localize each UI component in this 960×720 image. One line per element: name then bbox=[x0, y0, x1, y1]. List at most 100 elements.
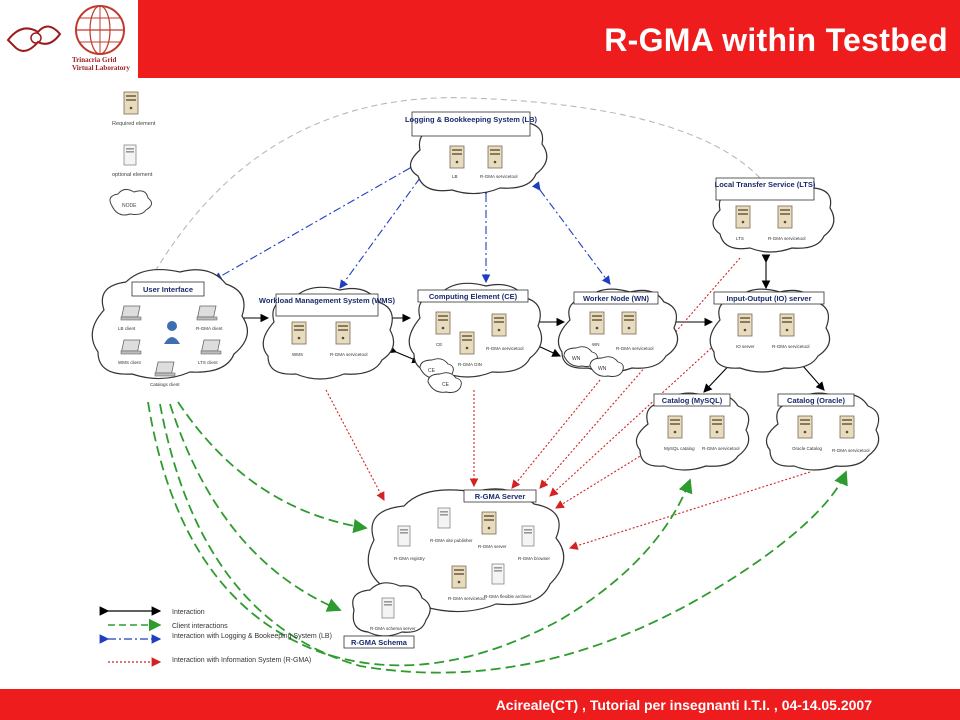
node-oracle: Catalog (Oracle) Oracle Catalog R-GMA se… bbox=[765, 392, 880, 471]
rgma-schema-label-0: R-GMA schema server bbox=[370, 626, 416, 631]
optional-element-icon bbox=[123, 144, 137, 166]
node-lts: Local Transfer Service (LTS) LTS R-GMA s… bbox=[712, 177, 835, 253]
sub-wn-node bbox=[563, 346, 598, 367]
header-bar: Trinacria Grid Virtual Laboratory R-GMA … bbox=[0, 0, 960, 78]
lb-wn-link bbox=[531, 181, 611, 285]
mysql-label-0: MySQL catalog bbox=[664, 446, 695, 451]
logo: Trinacria Grid Virtual Laboratory bbox=[0, 0, 138, 78]
logo-line1: Trinacria Grid bbox=[72, 56, 117, 64]
footer-bar: Acireale(CT) , Tutorial per insegnanti I… bbox=[0, 689, 960, 720]
rgma-client-icon bbox=[196, 305, 218, 321]
ui-label-3: LTS client bbox=[198, 360, 218, 365]
wn-sub-0: WN bbox=[572, 356, 581, 362]
oracle-title: Catalog (Oracle) bbox=[787, 396, 845, 405]
rgma-server-title: R-GMA Server bbox=[475, 492, 526, 501]
legend-label-3: Interaction with Information System (R-G… bbox=[172, 657, 311, 664]
required-element-icon bbox=[123, 91, 139, 115]
ui-rgma-client-link bbox=[177, 401, 368, 534]
rgma-server-label-2: R-GMA server bbox=[478, 544, 507, 549]
node-mysql: Catalog (MySQL) MySQL catalog R-GMA serv… bbox=[635, 392, 750, 471]
rgma-flexible-archiver-icon bbox=[491, 563, 505, 585]
oracle-label-0: Oracle Catalog bbox=[792, 446, 823, 451]
lb-ui-link bbox=[213, 160, 419, 281]
ce-servicetool-icon bbox=[491, 313, 507, 337]
wn-sub-1: WN bbox=[598, 366, 607, 372]
io-label-0: IO server bbox=[736, 344, 755, 349]
node-wms: Workload Management System (WMS) WMS R-G… bbox=[259, 286, 396, 380]
wn-servicetool-icon bbox=[621, 311, 637, 335]
legend-label-1: Client interactions bbox=[172, 623, 228, 630]
wn-label-0: WN bbox=[592, 342, 600, 347]
sub-wn-node bbox=[589, 356, 624, 377]
rgma-server-label-0: R-GMA registry bbox=[394, 556, 426, 561]
node-rgma-server: R-GMA Server R-GMA registry R-GMA site p… bbox=[367, 488, 565, 613]
diagram-key: Required element optional element NODE bbox=[109, 91, 156, 216]
node-rgma-schema: R-GMA schema server R-GMA Schema bbox=[343, 582, 431, 649]
rgma-server-label-4: R-GMA servicetool bbox=[448, 596, 486, 601]
io-servicetool-icon bbox=[779, 313, 795, 337]
lts-server-icon bbox=[735, 205, 751, 229]
mysql-rgma-link bbox=[555, 449, 651, 509]
wms-servicetool-icon bbox=[335, 321, 351, 345]
ui-label-2: WMS client bbox=[118, 360, 142, 365]
rgma-schema-server-icon bbox=[381, 597, 395, 619]
oracle-rgma-link bbox=[568, 471, 811, 550]
ui-label-1: R-GMA client bbox=[196, 326, 223, 331]
key-required-label: Required element bbox=[112, 121, 156, 127]
io-server-icon bbox=[737, 313, 753, 337]
oracle-server-icon bbox=[797, 415, 813, 439]
node-ce: Computing Element (CE) CE R-GMA GIN R-GM… bbox=[408, 282, 543, 393]
rgma-server-label-3: R-GMA browser bbox=[518, 556, 551, 561]
ce-gin-icon bbox=[459, 331, 475, 355]
wms-client-icon bbox=[120, 339, 142, 355]
wn-title: Worker Node (WN) bbox=[583, 294, 650, 303]
io-title: Input-Output (IO) server bbox=[727, 294, 812, 303]
lb-server-icon bbox=[449, 145, 465, 169]
lb-title: Logging & Bookkeeping System (LB) bbox=[405, 115, 538, 124]
rgma-browser-icon bbox=[521, 525, 535, 547]
lb-label-1: R-GMA servicetool bbox=[480, 174, 518, 179]
lts-label-1: R-GMA servicetool bbox=[768, 236, 806, 241]
rgma-servicetool-icon bbox=[451, 565, 467, 589]
rgma-schema-title: R-GMA Schema bbox=[351, 638, 408, 647]
ce-label-1: R-GMA GIN bbox=[458, 362, 482, 367]
ui-title: User Interface bbox=[143, 285, 193, 294]
ce-sub-0: CE bbox=[428, 368, 436, 374]
mysql-label-1: R-GMA servicetool bbox=[702, 446, 740, 451]
legend-label-0: Interaction bbox=[172, 609, 205, 616]
lts-title: Local Transfer Service (LTS) bbox=[715, 180, 816, 189]
ui-label-4: Catalogs client bbox=[150, 382, 180, 387]
node-wn: Worker Node (WN) WN R-GMA servicetool WN… bbox=[557, 288, 679, 377]
mysql-servicetool-icon bbox=[709, 415, 725, 439]
logo-line2: Virtual Laboratory bbox=[72, 64, 130, 72]
wms-label-0: WMS bbox=[292, 352, 303, 357]
sub-ce-node bbox=[427, 372, 462, 393]
wn-label-1: R-GMA servicetool bbox=[616, 346, 654, 351]
lb-label-0: LB bbox=[452, 174, 458, 179]
ui-label-0: LB client bbox=[118, 326, 136, 331]
wms-title: Workload Management System (WMS) bbox=[259, 296, 396, 305]
wn-rgma-link bbox=[511, 379, 601, 489]
ui-schema-client-link bbox=[169, 403, 342, 612]
rgma-server-label-1: R-GMA site publisher bbox=[430, 538, 473, 543]
lts-client-icon bbox=[200, 339, 222, 355]
wms-label-1: R-GMA servicetool bbox=[330, 352, 368, 357]
catalogs-client-icon bbox=[154, 361, 176, 377]
lts-rgma-link bbox=[539, 257, 741, 489]
lts-servicetool-icon bbox=[777, 205, 793, 229]
mysql-title: Catalog (MySQL) bbox=[662, 396, 723, 405]
lts-label-0: LTS bbox=[736, 236, 744, 241]
lb-servicetool-icon bbox=[487, 145, 503, 169]
connections bbox=[147, 97, 848, 674]
ce-sub-1: CE bbox=[442, 382, 450, 388]
ui-oracle-client-link bbox=[159, 403, 848, 674]
rgma-server-label-5: R-GMA flexible archiver bbox=[484, 594, 532, 599]
wn-server-icon bbox=[589, 311, 605, 335]
ce-title: Computing Element (CE) bbox=[429, 292, 518, 301]
legend-label-2: Interaction with Logging & Bookeeping Sy… bbox=[172, 633, 332, 640]
rgma-registry-icon bbox=[397, 525, 411, 547]
key-node-label: NODE bbox=[122, 203, 137, 209]
lb-client-icon bbox=[120, 305, 142, 321]
wms-rgma-link bbox=[325, 389, 385, 501]
globe-logo-icon bbox=[6, 5, 125, 55]
